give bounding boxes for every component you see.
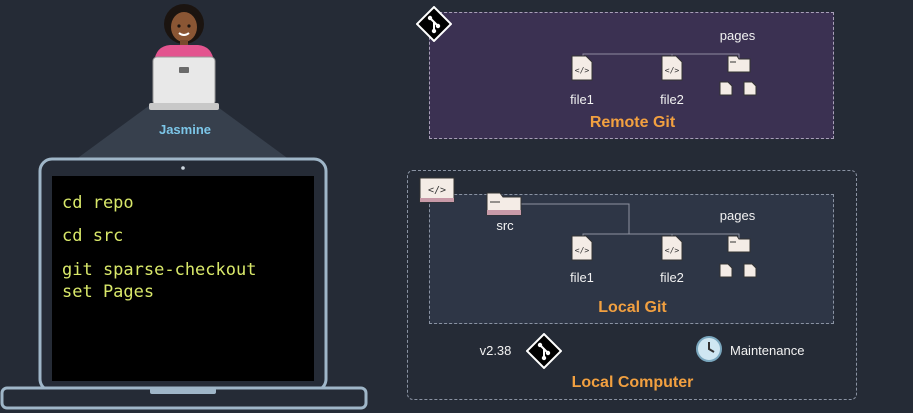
person-avatar: [149, 4, 219, 110]
remote-git-box: [429, 12, 834, 139]
local-folder-label: pages: [719, 208, 756, 223]
svg-text:</>: </>: [665, 246, 680, 255]
local-git-title: Local Git: [598, 299, 667, 316]
code-file-icon: </>: [571, 235, 593, 261]
small-file-icon: [719, 263, 733, 278]
local-file1-label: file1: [570, 270, 594, 285]
code-file-icon: </>: [571, 55, 593, 81]
git-version-label: v2.38: [479, 343, 512, 358]
small-file-icon: [743, 263, 757, 278]
terminal-line-3: git sparse-checkout: [62, 260, 257, 280]
local-file2-label: file2: [660, 270, 684, 285]
local-computer-box: [407, 170, 857, 400]
spotlight-cone: [75, 105, 290, 160]
small-file-icon: [743, 81, 757, 96]
git-icon: [526, 333, 562, 369]
clock-icon: [696, 336, 722, 362]
svg-text:</>: </>: [575, 246, 590, 255]
remote-git-title: Remote Git: [589, 114, 676, 131]
local-tree-lines: [521, 203, 740, 242]
terminal-line-4: set Pages: [62, 282, 155, 302]
svg-text:</>: </>: [665, 66, 680, 75]
person-name: Jasmine: [158, 122, 212, 137]
code-file-icon: </>: [661, 235, 683, 261]
svg-text:</>: </>: [575, 66, 590, 75]
terminal-line-1: cd repo: [62, 193, 134, 213]
small-file-icon: [719, 81, 733, 96]
terminal-line-2: cd src: [62, 226, 124, 246]
code-file-icon: </>: [661, 55, 683, 81]
local-src-label: src: [496, 218, 514, 233]
remote-file2-label: file2: [660, 92, 684, 107]
folder-icon: [727, 55, 751, 73]
remote-folder-label: pages: [719, 28, 756, 43]
laptop: [0, 157, 368, 410]
local-computer-title: Local Computer: [571, 374, 694, 391]
local-git-box: [429, 194, 834, 324]
code-window-icon: </>: [419, 177, 455, 203]
remote-file1-label: file1: [570, 92, 594, 107]
maintenance-label: Maintenance: [730, 343, 805, 358]
folder-icon: [727, 235, 751, 253]
git-icon: [416, 6, 452, 42]
folder-icon: [486, 192, 522, 216]
svg-text:</>: </>: [428, 185, 446, 196]
